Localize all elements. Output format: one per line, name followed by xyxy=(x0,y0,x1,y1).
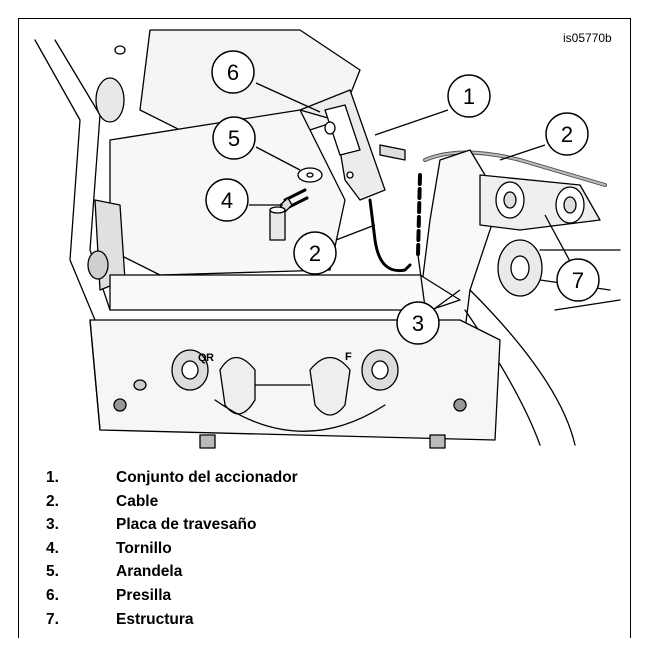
left-frame-rail xyxy=(34,39,111,341)
svg-text:Q: Q xyxy=(198,352,207,364)
svg-text:6: 6 xyxy=(227,60,239,85)
callout-5: 5 xyxy=(212,116,256,160)
legend-item: 4.Tornillo xyxy=(46,539,172,557)
svg-text:7: 7 xyxy=(572,268,584,293)
legend-item: 3.Placa de travesaño xyxy=(46,516,257,534)
callout-4: 4 xyxy=(205,178,249,222)
legend-list: 1.Conjunto del accionador 2.Cable 3.Plac… xyxy=(46,466,298,631)
cable-line xyxy=(368,198,412,273)
washer xyxy=(297,167,323,183)
svg-text:4: 4 xyxy=(221,188,233,213)
legend-item: 2.Cable xyxy=(46,492,159,510)
callout-7: 7 xyxy=(556,258,600,302)
figure-frame xyxy=(18,18,631,638)
callout-2-left: 2 xyxy=(293,231,337,275)
technical-illustration: Q R F 6 1 5 2 4 xyxy=(34,29,621,449)
figure-id: is05770b xyxy=(563,31,612,45)
svg-text:2: 2 xyxy=(561,122,573,147)
engraved-mark-r: R xyxy=(206,352,214,364)
legend-item: 1.Conjunto del accionador xyxy=(46,469,298,486)
spacer xyxy=(269,209,286,241)
legend-item: 5.Arandela xyxy=(46,563,183,581)
lower-crossbar xyxy=(89,319,501,441)
svg-text:1: 1 xyxy=(463,84,475,109)
legend-item: 7.Estructura xyxy=(46,610,194,628)
svg-text:3: 3 xyxy=(412,311,424,336)
callout-1: 1 xyxy=(447,74,491,118)
callout-3: 3 xyxy=(396,301,440,345)
callout-2-right: 2 xyxy=(545,112,589,156)
svg-text:2: 2 xyxy=(309,241,321,266)
callout-6: 6 xyxy=(211,50,255,94)
legend-item: 6.Presilla xyxy=(46,586,172,604)
engraved-mark-f: F xyxy=(345,351,352,363)
svg-text:5: 5 xyxy=(228,126,240,151)
